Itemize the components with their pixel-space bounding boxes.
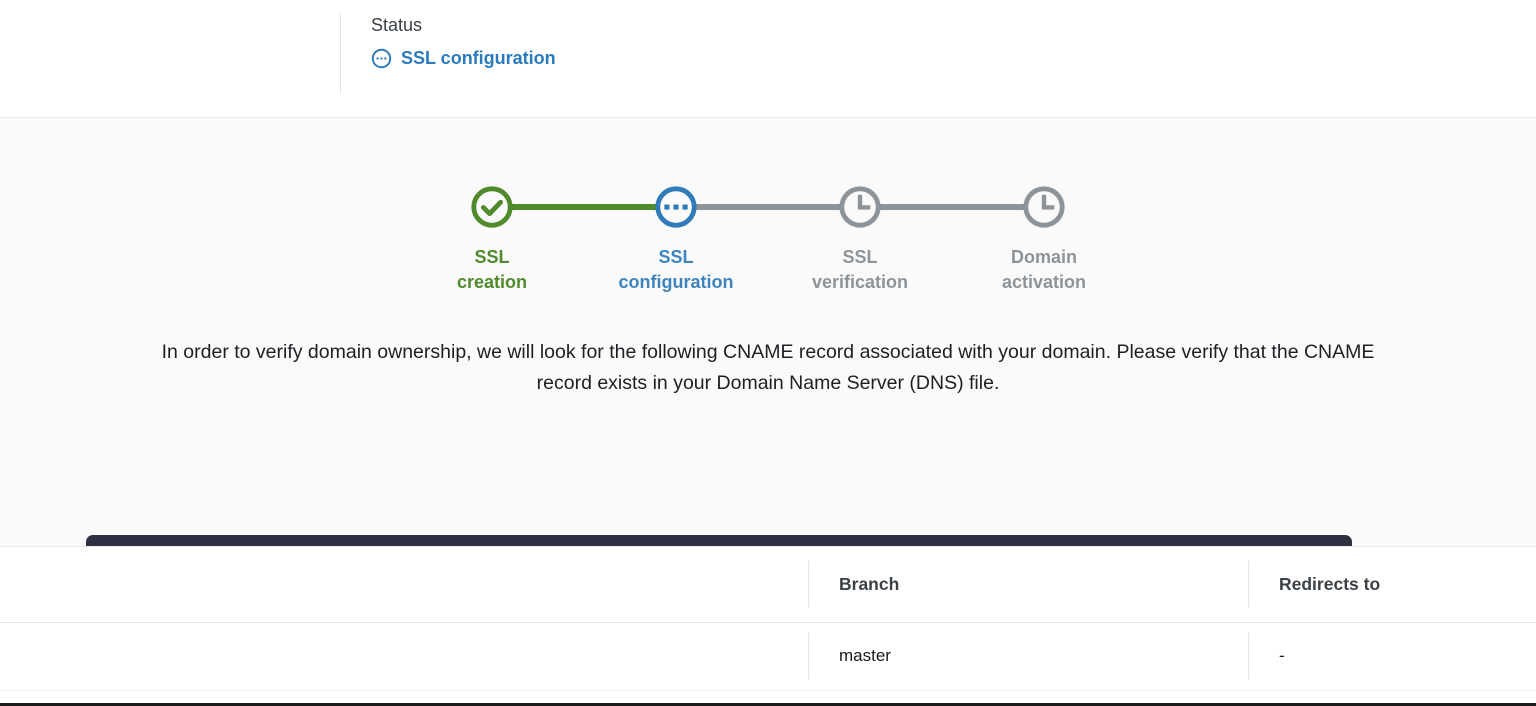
connector-1 bbox=[499, 178, 669, 236]
domain-branches-table: Branch Redirects to master - bbox=[0, 546, 1536, 706]
dots-circle-icon bbox=[653, 184, 699, 230]
clock-circle-icon bbox=[837, 184, 883, 230]
table-top-divider bbox=[0, 546, 1536, 547]
table-cell-redirects-to: - bbox=[1248, 633, 1536, 679]
connector-3 bbox=[867, 178, 1037, 236]
dots-circle-icon bbox=[371, 48, 392, 69]
table-header-divider bbox=[0, 622, 1536, 623]
table-header-redirects-to[interactable]: Redirects to bbox=[1248, 561, 1536, 607]
status-value-text: SSL configuration bbox=[401, 48, 556, 68]
verification-instructions: In order to verify domain ownership, we … bbox=[161, 341, 1375, 394]
clock-circle-icon bbox=[1021, 184, 1067, 230]
table-cell-branch: master bbox=[808, 633, 1248, 679]
status-block: Status SSL configuration bbox=[340, 14, 556, 94]
status-value-row[interactable]: SSL configuration bbox=[371, 48, 556, 69]
header-divider bbox=[0, 117, 1536, 118]
table-row[interactable]: master - bbox=[0, 622, 1536, 690]
check-circle-icon bbox=[469, 184, 515, 230]
bottom-strip bbox=[0, 703, 1536, 706]
status-label: Status bbox=[371, 15, 423, 35]
table-header-branch[interactable]: Branch bbox=[808, 561, 1248, 607]
status-header: Status SSL configuration bbox=[0, 0, 1536, 118]
connector-2 bbox=[683, 178, 853, 236]
bottom-divider bbox=[0, 690, 1536, 691]
table-header-row: Branch Redirects to bbox=[0, 546, 1536, 622]
